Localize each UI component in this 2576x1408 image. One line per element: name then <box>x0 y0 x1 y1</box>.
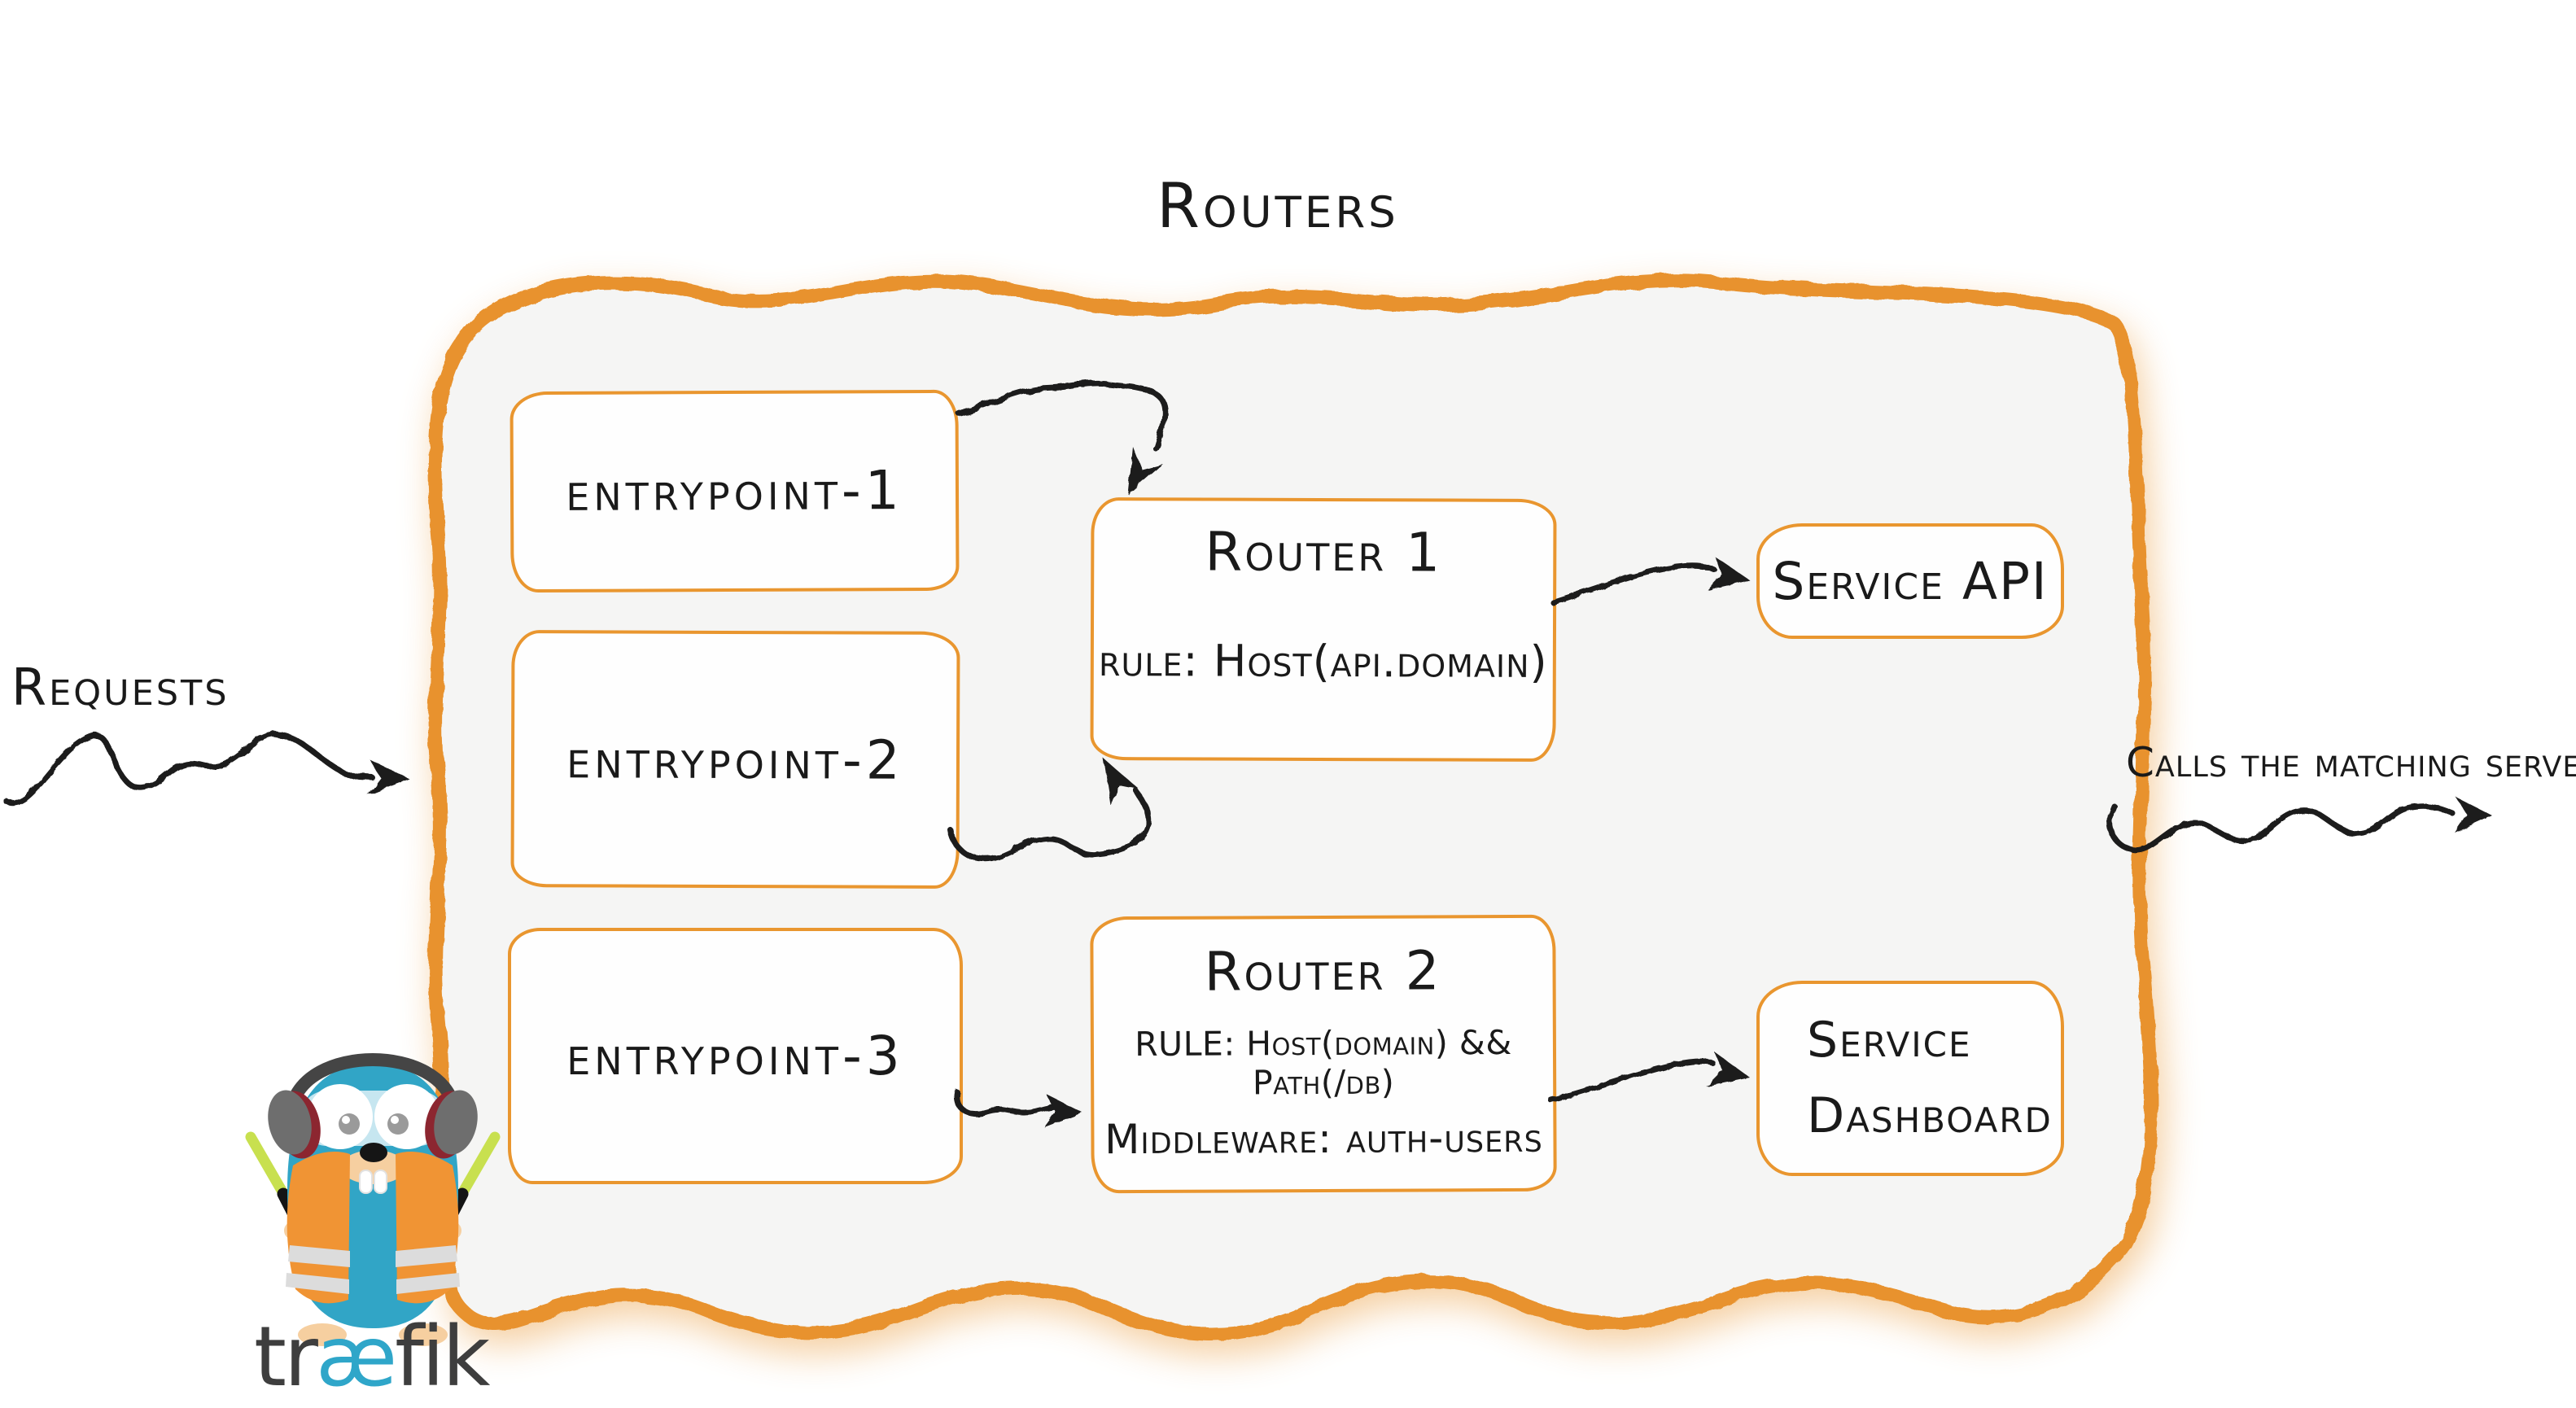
traefik-wordmark: træfik <box>254 1309 490 1406</box>
router-2-middleware: Middleware: auth-users <box>1104 1113 1543 1164</box>
nose <box>360 1143 387 1162</box>
router-1-box: Router 1 rule: Host(api.domain) <box>1090 497 1557 762</box>
entrypoint-3-box: entrypoint-3 <box>508 928 963 1184</box>
left-headphone-cup <box>268 1090 312 1155</box>
right-eye-glint <box>391 1116 399 1124</box>
left-eye <box>339 1113 360 1135</box>
requests-arrow-icon <box>3 731 409 807</box>
right-tooth <box>374 1170 387 1194</box>
headphones-band <box>285 1053 461 1115</box>
muzzle <box>341 1150 406 1184</box>
right-goggle-lens <box>374 1084 440 1149</box>
requests-annotation: Requests <box>11 658 230 717</box>
vest-stripe <box>396 1273 460 1294</box>
traefik-gopher-logo <box>245 1053 501 1346</box>
service-api-label: Service API <box>1772 551 2049 611</box>
router-2-box: Router 2 RULE: Host(domain) && Path(/db)… <box>1090 914 1557 1194</box>
vest-stripe <box>286 1273 349 1294</box>
router-1-rule: rule: Host(api.domain) <box>1098 635 1548 688</box>
entrypoint-2-box: entrypoint-2 <box>510 630 960 889</box>
entrypoint-2-label: entrypoint-2 <box>566 727 904 792</box>
left-eye-glint <box>342 1116 350 1124</box>
router-2-rule: RULE: Host(domain) && Path(/db) <box>1135 1022 1512 1103</box>
router1-serviceapi-arrow-icon <box>1550 556 1750 606</box>
calls-annotation: Calls the matching server <box>2126 739 2576 786</box>
entrypoint-1-box: entrypoint-1 <box>510 389 960 593</box>
right-eye <box>387 1113 409 1135</box>
entrypoint1-router1-arrow-icon <box>956 380 1168 495</box>
entrypoint-1-label: entrypoint-1 <box>566 459 903 523</box>
left-tooth <box>359 1170 373 1194</box>
left-foot <box>298 1323 347 1346</box>
diagram-title: Routers <box>1157 169 1399 242</box>
vest-stripe <box>288 1245 350 1267</box>
calls-arrow-icon <box>2107 797 2492 854</box>
wordmark-post: fik <box>395 1309 490 1406</box>
service-dashboard-box: Service Dashboard <box>1756 981 2064 1176</box>
entrypoint3-router2-arrow-icon <box>953 1089 1082 1127</box>
right-foot <box>399 1323 448 1346</box>
vest-stripe <box>396 1245 457 1267</box>
router2-servicedashboard-arrow-icon <box>1548 1052 1750 1104</box>
gopher-icon <box>245 1053 501 1346</box>
entrypoint-3-label: entrypoint-3 <box>566 1025 904 1087</box>
service-api-box: Service API <box>1756 523 2064 639</box>
router-2-title: Router 2 <box>1204 939 1442 1004</box>
service-dashboard-label: Service Dashboard <box>1807 1012 2053 1144</box>
entrypoint2-router1-arrow-icon <box>947 759 1152 862</box>
left-goggle-lens <box>308 1084 373 1149</box>
wordmark-pre: tr <box>254 1309 318 1406</box>
wordmark-ae: æ <box>315 1309 397 1406</box>
right-headphone-cup <box>434 1090 478 1155</box>
router-1-title: Router 1 <box>1205 520 1443 584</box>
